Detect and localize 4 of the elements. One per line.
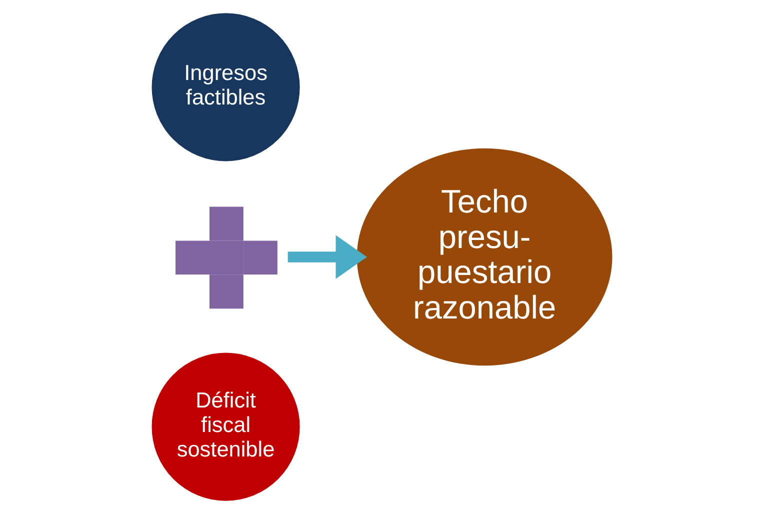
node-circle: Déficit fiscal sostenible [151, 352, 300, 501]
node-ellipse: Techo presu- puestario razonable [356, 148, 612, 366]
node-circle: Ingresos factibles [151, 13, 300, 162]
arrow [287, 235, 366, 279]
